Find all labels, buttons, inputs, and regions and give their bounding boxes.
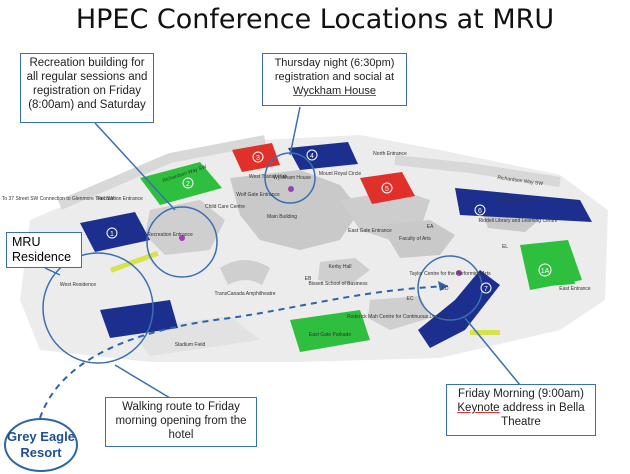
recreation-building	[145, 200, 225, 255]
label-north-entrance: North Entrance	[373, 151, 407, 157]
label-west-transit-hub: West Transit Hub	[249, 174, 287, 180]
callout-recreation-text: Recreation building for all regular sess…	[26, 57, 148, 111]
callout-friday-line2: Keynote address in Bella	[450, 401, 592, 415]
label-recreation-entrance: Recreation Entrance	[97, 196, 143, 202]
p-number-6: 6	[478, 208, 482, 215]
label-east-entrance: East Entrance	[559, 286, 591, 292]
yellow-stripe	[110, 250, 159, 273]
kerby-hall	[318, 258, 370, 285]
amphitheatre	[220, 260, 270, 285]
parking-lot-4	[288, 142, 358, 170]
grey-eagle-line2: Resort	[20, 445, 62, 460]
label-main-building: Main Building	[267, 214, 297, 220]
page-title: HPEC Conference Locations at MRU	[75, 4, 555, 35]
p-number-2: 2	[186, 181, 190, 188]
callout-recreation: Recreation building for all regular sess…	[20, 53, 154, 123]
label-roderick-mah: Roderick Mah Centre for Continuous Learn…	[347, 314, 449, 320]
label-eb: EB	[305, 276, 312, 282]
residence-circle	[42, 252, 154, 364]
main-building	[230, 170, 360, 250]
callout-walking-route: Walking route to Friday morning opening …	[105, 397, 257, 447]
theatre-marker	[456, 270, 462, 276]
callout-walking-route-text: Walking route to Friday morning opening …	[115, 401, 247, 441]
label-stadium-field: Stadium Field	[175, 342, 206, 348]
label-amphitheatre: TransCanada Amphitheatre	[215, 291, 276, 297]
pointer-theatre	[464, 317, 521, 386]
grey-eagle-resort-marker: Grey Eagle Resort	[4, 418, 78, 472]
p-number-5: 5	[385, 186, 389, 193]
p-number-7: 7	[484, 286, 488, 293]
p-number-1a: 1A	[541, 268, 550, 275]
label-ec: EC	[407, 296, 414, 302]
label-child-care: Child Care Centre	[205, 204, 245, 210]
label-recreation-entrance-2: Recreation Entrance	[147, 232, 193, 238]
parking-east-gate	[290, 310, 370, 352]
grey-eagle-line1: Grey Eagle	[7, 429, 75, 444]
recreation-marker	[179, 235, 185, 241]
callout-friday-line2b: address in Bella	[499, 402, 585, 414]
walking-route	[39, 285, 449, 419]
wyckham-marker	[288, 186, 294, 192]
p-number-3: 3	[256, 155, 260, 162]
pointer-wyckham	[289, 106, 301, 156]
label-mount-royal-circle: Mount Royal Circle	[319, 171, 361, 177]
yellow-stripe-east	[470, 330, 500, 335]
label-riddell-library: Riddell Library and Learning Centre	[479, 218, 558, 224]
label-conservatory: Taylor Centre for the Performing Arts	[409, 271, 491, 277]
arts-building	[380, 220, 455, 258]
pointer-residence	[44, 267, 61, 276]
recreation-circle	[146, 206, 218, 278]
keynote-word: Keynote	[457, 402, 500, 414]
pointer-walking	[114, 364, 171, 399]
p-number-1: 1	[110, 231, 114, 238]
road-richardson-way	[58, 135, 266, 210]
roderick-mah	[368, 296, 430, 330]
label-bissett-school: Bissett School of Business	[309, 281, 368, 287]
label-wolf-gate-entrance: Wolf Gate Entrance	[236, 192, 280, 198]
walking-route-arrow	[438, 281, 448, 291]
callout-friday: Friday Morning (9:00am) Keynote address …	[446, 384, 596, 436]
label-ea: EA	[427, 224, 434, 230]
label-wyckham-house: Wyckham House	[273, 175, 311, 181]
parking-lot-east-res	[455, 188, 592, 222]
callout-thursday-line1: Thursday night (6:30pm)	[274, 57, 395, 69]
label-37-street: To 37 Street SW Connection to Glenmore T…	[2, 196, 115, 202]
callout-thursday-line3: Wyckham House	[292, 85, 377, 97]
callout-thursday-line2: registration and social at	[274, 71, 395, 83]
label-east-gate-parkade: East Gate Parkade	[309, 332, 351, 338]
label-west-residence: West Residence	[60, 282, 97, 288]
road-richardson-way-east	[394, 155, 561, 187]
callout-mru-residence: MRU Residence	[6, 232, 82, 268]
label-east-gate-entrance: East Gate Entrance	[348, 228, 392, 234]
parking-lot-1a	[545, 262, 575, 286]
label-ed: ED	[442, 286, 449, 292]
label-east-residence: East Residence	[497, 198, 532, 204]
callout-mru-residence-line1: MRU	[12, 235, 41, 249]
label-kerby-hall: Kerby Hall	[328, 264, 351, 270]
label-el: EL	[502, 244, 508, 250]
callout-thursday: Thursday night (6:30pm) registration and…	[262, 53, 407, 106]
callout-friday-line3: Theatre	[501, 416, 541, 428]
callout-friday-line1: Friday Morning (9:00am)	[458, 388, 584, 400]
parking-lot-6	[418, 270, 500, 348]
callout-mru-residence-line2: Residence	[12, 250, 72, 264]
p-number-4: 4	[310, 153, 314, 160]
label-faculty-of-arts: Faculty of Arts	[399, 236, 431, 242]
pointer-recreation	[94, 122, 176, 211]
parking-west-res	[100, 300, 178, 338]
